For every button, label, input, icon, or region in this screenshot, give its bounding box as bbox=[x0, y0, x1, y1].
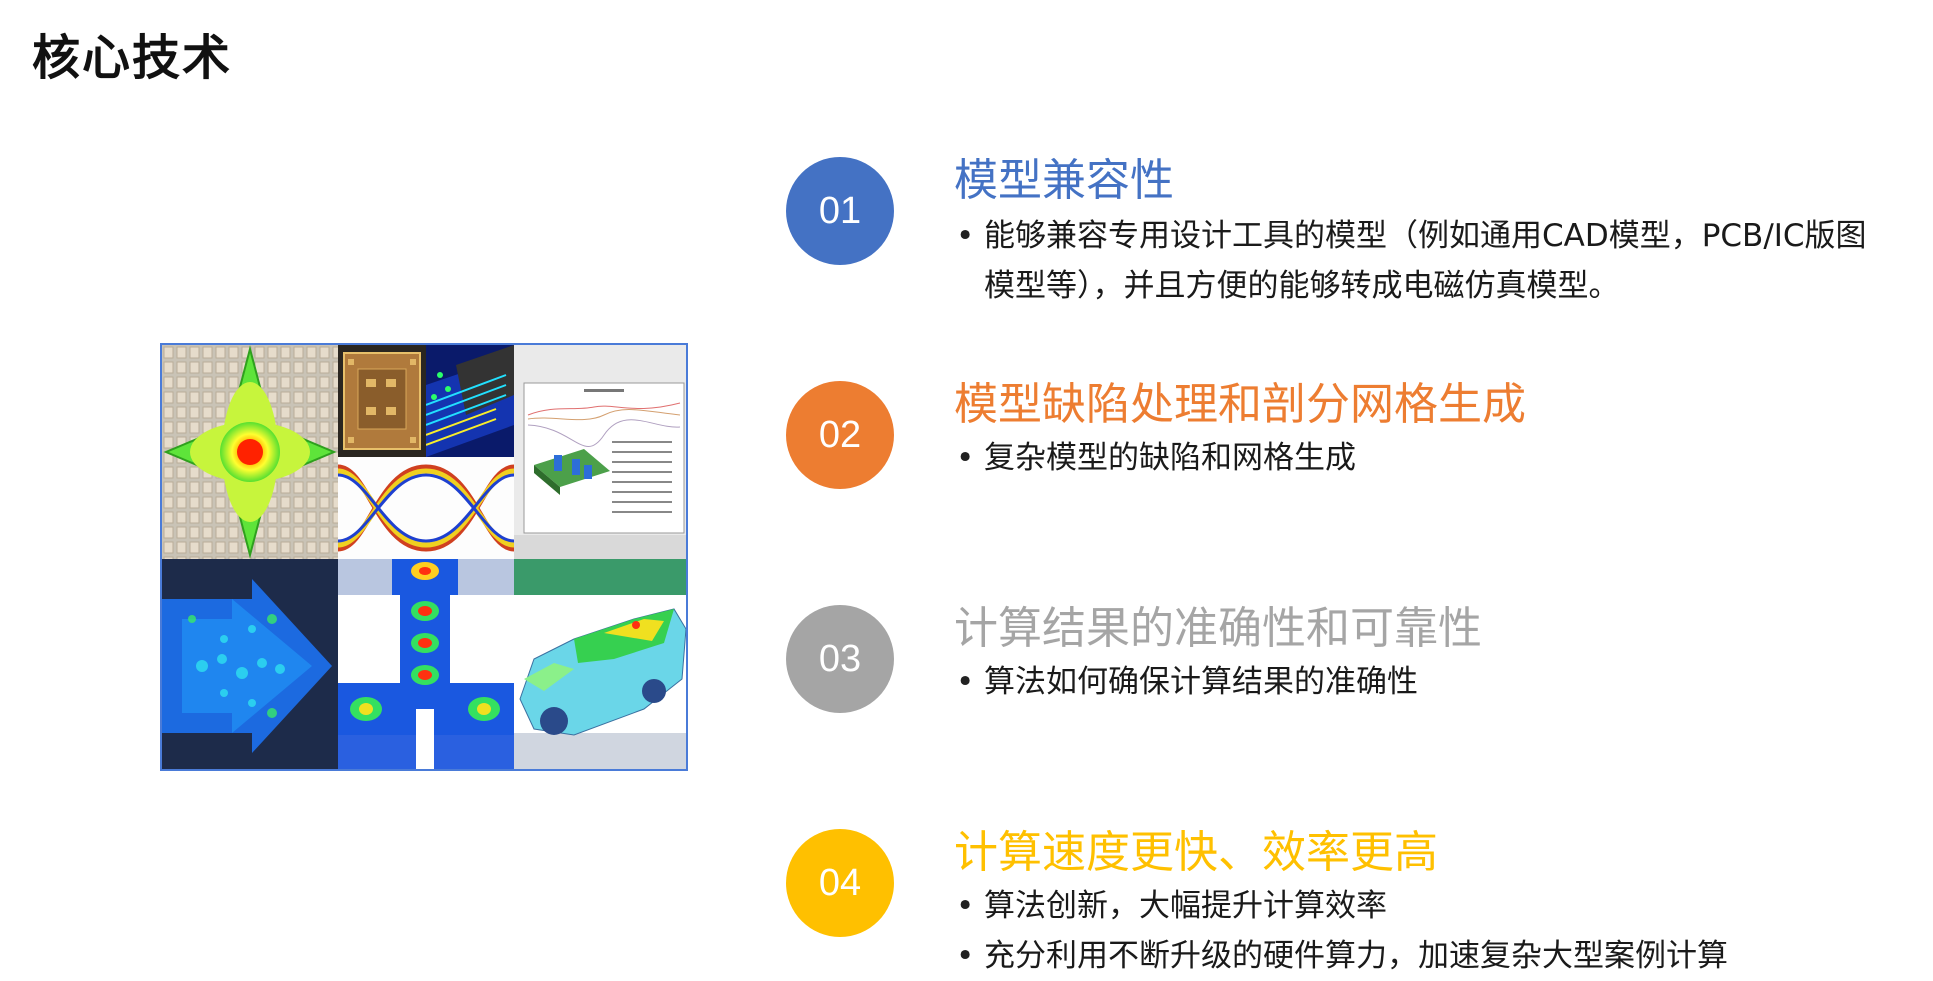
bullet-item: • 充分利用不断升级的硬件算力，加速复杂大型案例计算 bbox=[954, 931, 1728, 981]
bullet-text: 算法创新，大幅提升计算效率 bbox=[984, 888, 1387, 924]
bullet-item: • 算法创新，大幅提升计算效率 bbox=[954, 881, 1728, 931]
bullet-item: • 算法如何确保计算结果的准确性 bbox=[954, 657, 1418, 707]
feature-title-03: 计算结果的准确性和可靠性 bbox=[954, 603, 1482, 654]
antenna-array-field-icon bbox=[162, 345, 338, 559]
feature-title-04: 计算速度更快、效率更高 bbox=[954, 827, 1438, 878]
eye-diagram-icon bbox=[338, 457, 514, 559]
feature-title-02: 模型缺陷处理和剖分网格生成 bbox=[954, 379, 1526, 430]
feature-bullets-01: • 能够兼容专用设计工具的模型（例如通用CAD模型，PCB/IC版图 模型等），… bbox=[954, 211, 1867, 311]
bullet-dot-icon: • bbox=[956, 440, 975, 476]
bullet-text-line: 能够兼容专用设计工具的模型（例如通用CAD模型，PCB/IC版图 bbox=[984, 218, 1867, 254]
bullet-text: 复杂模型的缺陷和网格生成 bbox=[984, 440, 1356, 476]
bullet-text-line: 模型等），并且方便的能够转成电磁仿真模型。 bbox=[984, 268, 1620, 304]
bullet-text: 算法如何确保计算结果的准确性 bbox=[984, 664, 1418, 700]
ic-package-photo-icon bbox=[338, 345, 426, 457]
page-title: 核心技术 bbox=[32, 30, 233, 86]
feature-bullets-03: • 算法如何确保计算结果的准确性 bbox=[954, 657, 1418, 707]
number-circle-02: 02 bbox=[786, 381, 894, 489]
rectangular-chart-icon bbox=[514, 345, 686, 559]
bullet-item: • 复杂模型的缺陷和网格生成 bbox=[954, 433, 1356, 483]
pcb-3d-model-icon bbox=[426, 345, 514, 457]
bullet-dot-icon: • bbox=[956, 664, 975, 700]
simulation-collage bbox=[160, 343, 688, 771]
number-circle-04: 04 bbox=[786, 829, 894, 937]
arrow-antenna-field-icon bbox=[162, 559, 338, 769]
bullet-dot-icon: • bbox=[956, 938, 975, 974]
number-circle-03: 03 bbox=[786, 605, 894, 713]
bullet-text: 充分利用不断升级的硬件算力，加速复杂大型案例计算 bbox=[984, 938, 1728, 974]
feature-bullets-04: • 算法创新，大幅提升计算效率 • 充分利用不断升级的硬件算力，加速复杂大型案例… bbox=[954, 881, 1728, 981]
feature-bullets-02: • 复杂模型的缺陷和网格生成 bbox=[954, 433, 1356, 483]
feature-title-01: 模型兼容性 bbox=[954, 155, 1174, 206]
bullet-item: • 能够兼容专用设计工具的模型（例如通用CAD模型，PCB/IC版图 模型等），… bbox=[954, 211, 1867, 311]
bullet-dot-icon: • bbox=[956, 218, 975, 254]
number-circle-01: 01 bbox=[786, 157, 894, 265]
bullet-dot-icon: • bbox=[956, 888, 975, 924]
waveguide-t-junction-field-icon bbox=[338, 559, 514, 769]
car-body-field-icon bbox=[514, 559, 686, 769]
